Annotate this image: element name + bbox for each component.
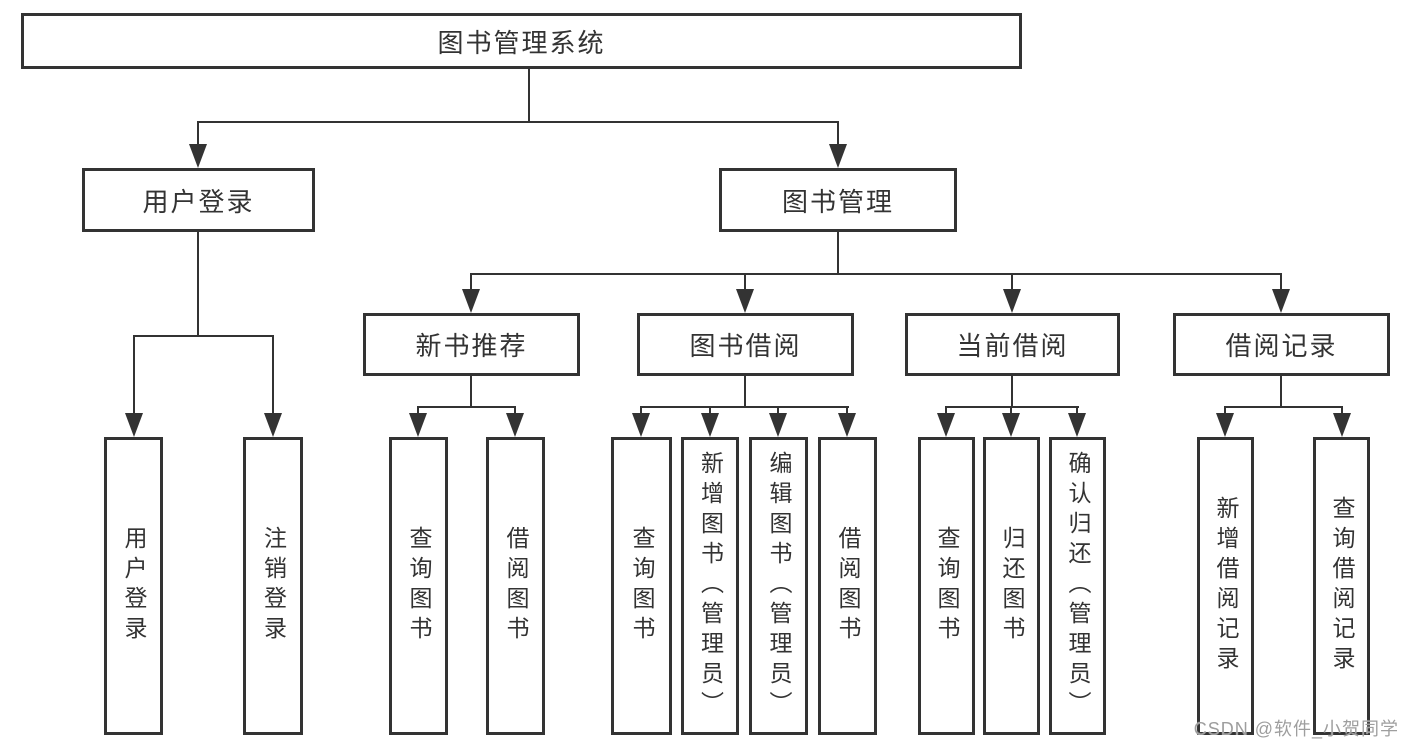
leaf-query-books-recommend-label: 查询图书 [406, 526, 432, 646]
leaf-query-books-borrowing-label: 查询图书 [629, 526, 655, 646]
node-borrowing-records-label: 借阅记录 [1225, 331, 1338, 361]
node-new-book-recommend-label: 新书推荐 [415, 331, 528, 361]
leaf-return-books-box: 归还图书 [983, 437, 1040, 735]
arrow-down-icon [125, 335, 143, 437]
connector-new-book-recommend-trunk [470, 376, 472, 406]
arrow-down-icon [264, 335, 282, 437]
arrow-down-icon [937, 406, 955, 437]
node-current-borrowing-box: 当前借阅 [905, 313, 1120, 376]
connector-current-borrowing-rail [945, 406, 1079, 408]
leaf-query-borrow-record-box: 查询借阅记录 [1313, 437, 1370, 735]
node-user-login-box: 用户登录 [82, 168, 315, 232]
leaf-query-books-borrowing-box: 查询图书 [611, 437, 672, 735]
connector-level3-rail [470, 273, 1282, 275]
leaf-logout-label: 注销登录 [260, 526, 287, 646]
leaf-add-borrow-record-label: 新增借阅记录 [1213, 496, 1239, 676]
leaf-confirm-return-admin-label: 确认归还（管理员） [1065, 451, 1091, 721]
arrow-down-icon [829, 121, 847, 168]
leaf-add-books-admin-label: 新增图书（管理员） [697, 451, 724, 721]
arrow-down-icon [701, 406, 719, 437]
leaf-borrow-books-borrowing-box: 借阅图书 [818, 437, 877, 735]
node-user-login-label: 用户登录 [142, 186, 255, 217]
arrow-down-icon [189, 121, 207, 168]
arrow-down-icon [409, 406, 427, 437]
connector-user-login-rail [133, 335, 274, 337]
leaf-query-borrow-record-label: 查询借阅记录 [1329, 496, 1355, 676]
node-new-book-recommend-box: 新书推荐 [363, 313, 580, 376]
leaf-user-login-box: 用户登录 [104, 437, 163, 735]
leaf-borrow-books-recommend-box: 借阅图书 [486, 437, 545, 735]
arrow-down-icon [736, 273, 754, 313]
node-borrowing-records-box: 借阅记录 [1173, 313, 1390, 376]
leaf-add-borrow-record-box: 新增借阅记录 [1197, 437, 1254, 735]
arrow-down-icon [1333, 406, 1351, 437]
leaf-add-books-admin-box: 新增图书（管理员） [681, 437, 739, 735]
leaf-confirm-return-admin-box: 确认归还（管理员） [1049, 437, 1106, 735]
leaf-logout-box: 注销登录 [243, 437, 303, 735]
node-book-borrowing-label: 图书借阅 [689, 331, 802, 361]
node-book-borrowing-box: 图书借阅 [637, 313, 854, 376]
leaf-edit-books-admin-box: 编辑图书（管理员） [749, 437, 808, 735]
arrow-down-icon [838, 406, 856, 437]
arrow-down-icon [1216, 406, 1234, 437]
arrow-down-icon [1068, 406, 1086, 437]
arrow-down-icon [1002, 406, 1020, 437]
arrow-down-icon [462, 273, 480, 313]
arrow-down-icon [1272, 273, 1290, 313]
arrow-down-icon [1003, 273, 1021, 313]
arrow-down-icon [632, 406, 650, 437]
node-library-system-label: 图书管理系统 [437, 27, 606, 58]
connector-borrowing-records-rail [1224, 406, 1343, 408]
connector-user-login-trunk [197, 232, 199, 335]
watermark-text: CSDN @软件_小贺同学 [1193, 719, 1399, 739]
connector-current-borrowing-trunk [1011, 376, 1013, 406]
leaf-query-books-current-box: 查询图书 [918, 437, 975, 735]
connector-new-book-recommend-rail [417, 406, 516, 408]
leaf-query-books-recommend-box: 查询图书 [389, 437, 448, 735]
connector-root-trunk [528, 69, 530, 121]
connector-book-borrowing-trunk [744, 376, 746, 406]
leaf-borrow-books-borrowing-label: 借阅图书 [835, 526, 861, 646]
leaf-user-login-label: 用户登录 [121, 526, 147, 646]
connector-level2-rail [197, 121, 839, 123]
connector-book-borrowing-rail [640, 406, 849, 408]
leaf-edit-books-admin-label: 编辑图书（管理员） [766, 451, 792, 721]
arrow-down-icon [769, 406, 787, 437]
leaf-query-books-current-label: 查询图书 [934, 526, 960, 646]
leaf-borrow-books-recommend-label: 借阅图书 [503, 526, 529, 646]
node-book-management-box: 图书管理 [719, 168, 957, 232]
arrow-down-icon [506, 406, 524, 437]
connector-book-management-trunk [837, 232, 839, 273]
node-current-borrowing-label: 当前借阅 [956, 331, 1069, 361]
connector-borrowing-records-trunk [1280, 376, 1282, 406]
node-library-system-box: 图书管理系统 [21, 13, 1022, 69]
leaf-return-books-label: 归还图书 [999, 526, 1025, 646]
node-book-management-label: 图书管理 [781, 186, 894, 217]
